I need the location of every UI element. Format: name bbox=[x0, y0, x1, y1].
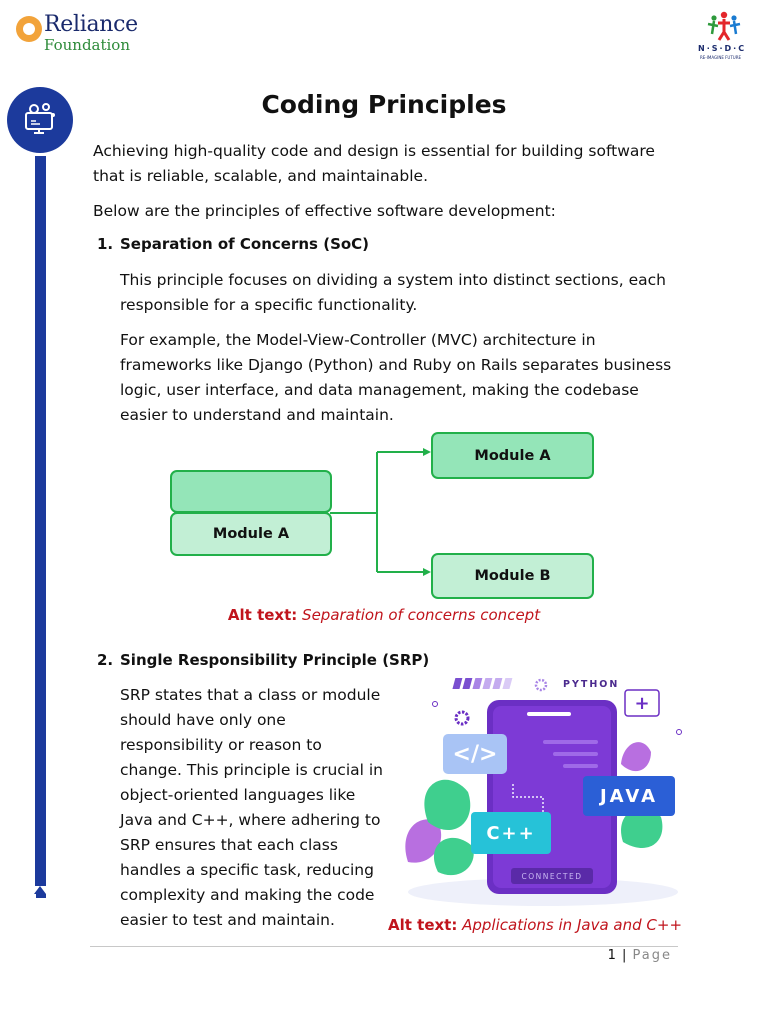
java-cpp-illustration: PYTHON </> JAVA C++ CONNECTED + bbox=[393, 672, 687, 912]
side-bar bbox=[35, 156, 46, 886]
principle-1-number: 1. bbox=[97, 235, 114, 253]
principle-1-para2: For example, the Model-View-Controller (… bbox=[120, 331, 672, 424]
side-bar-end bbox=[36, 894, 46, 898]
section-badge bbox=[7, 87, 73, 153]
soc-diagram: Module A Module A Module B bbox=[170, 430, 600, 602]
principle-2-number: 2. bbox=[97, 651, 114, 669]
alt-text-2-value: Applications in Java and C++ bbox=[462, 916, 683, 934]
code-tag-label: </> bbox=[452, 741, 498, 767]
python-label: PYTHON bbox=[563, 679, 620, 690]
intro-paragraph: Achieving high-quality code and design i… bbox=[93, 142, 655, 185]
lead-paragraph: Below are the principles of effective so… bbox=[93, 202, 556, 220]
logo-line2: Foundation bbox=[44, 36, 131, 54]
nsdc-figures-icon bbox=[707, 11, 741, 41]
computer-gears-icon bbox=[25, 103, 55, 134]
principle-1-heading: Separation of Concerns (SoC) bbox=[120, 235, 370, 253]
page-word: Page bbox=[632, 948, 672, 963]
nsdc-logo: N·S·D·C RE-IMAGINE FUTURE bbox=[694, 10, 756, 64]
page-number: 1 bbox=[607, 948, 616, 963]
java-label: JAVA bbox=[599, 785, 659, 807]
alt-text-2: Alt text: Applications in Java and C++ bbox=[388, 916, 688, 934]
principle-2-para1: SRP states that a class or module should… bbox=[120, 686, 383, 929]
side-arrow-icon bbox=[34, 886, 46, 894]
footer-divider bbox=[90, 946, 678, 947]
module-a-right-box: Module A bbox=[431, 432, 594, 479]
page-title: Coding Principles bbox=[261, 90, 507, 119]
page-footer: 1 | Page bbox=[560, 948, 672, 963]
principle-1-para1: This principle focuses on dividing a sys… bbox=[120, 271, 666, 314]
illustration-graphic bbox=[405, 678, 682, 906]
connected-label: CONNECTED bbox=[521, 871, 583, 881]
footer-separator: | bbox=[621, 948, 627, 963]
cpp-label: C++ bbox=[486, 822, 536, 844]
nsdc-tagline: RE-IMAGINE FUTURE bbox=[700, 55, 742, 60]
alt-text-1-value: Separation of concerns concept bbox=[302, 606, 541, 624]
alt-text-1: Alt text: Separation of concerns concept bbox=[0, 606, 768, 624]
reliance-foundation-logo: Reliance Foundation bbox=[16, 12, 146, 58]
module-b-box: Module B bbox=[431, 553, 594, 599]
plus-icon: + bbox=[634, 692, 650, 714]
principle-2-heading: Single Responsibility Principle (SRP) bbox=[120, 651, 430, 669]
alt-text-1-label: Alt text: bbox=[227, 606, 298, 624]
reliance-emblem-icon bbox=[16, 16, 42, 42]
logo-line1: Reliance bbox=[44, 12, 138, 37]
nsdc-text: N·S·D·C bbox=[698, 44, 747, 53]
module-header-box bbox=[170, 470, 332, 513]
module-a-left-box: Module A bbox=[170, 512, 332, 556]
diagram-connectors bbox=[330, 448, 431, 576]
alt-text-2-label: Alt text: bbox=[388, 916, 458, 934]
